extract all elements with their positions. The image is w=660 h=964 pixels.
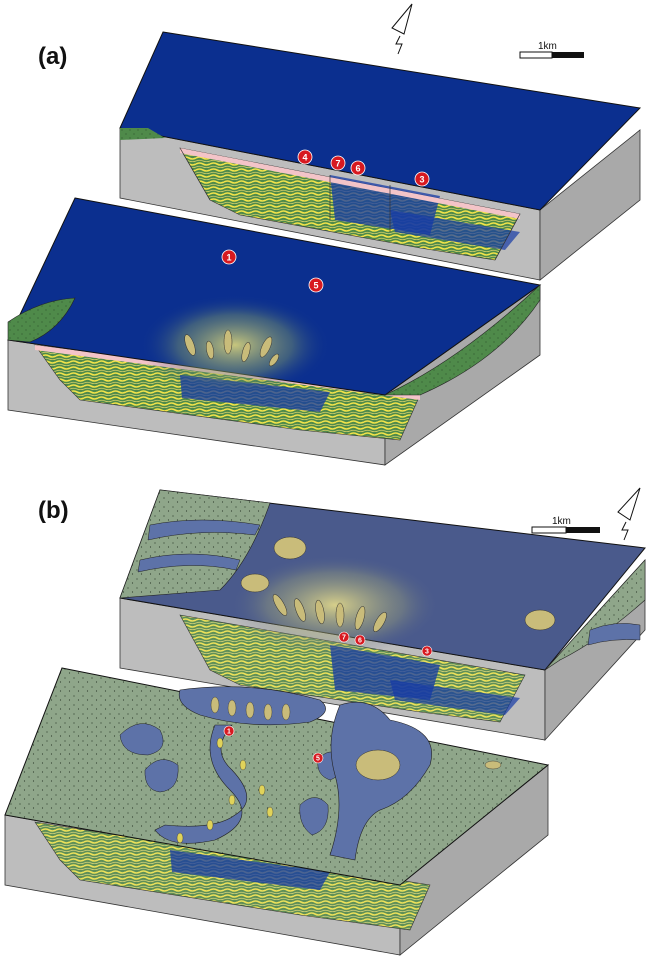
north-arrow-icon (617, 487, 641, 541)
scale-bar-label: 1km (538, 41, 557, 52)
svg-text:1: 1 (226, 253, 231, 263)
marker-6: 6 (350, 160, 366, 176)
svg-text:5: 5 (313, 281, 318, 291)
scale-bar: 1km (531, 516, 600, 534)
channel-bars (176, 737, 274, 844)
svg-text:4: 4 (302, 153, 307, 163)
svg-text:3: 3 (425, 649, 429, 656)
panel-label-a: (a) (38, 43, 67, 70)
panel-label-b: (b) (38, 497, 69, 524)
panel-a: (a) 1km (7, 3, 642, 466)
marker-4: 4 (297, 149, 313, 165)
svg-text:7: 7 (342, 635, 346, 642)
svg-text:6: 6 (358, 638, 362, 645)
sand-lobes (240, 536, 556, 632)
svg-text:6: 6 (355, 164, 360, 174)
sand-glow (140, 295, 330, 395)
fault-lines (179, 147, 521, 261)
marker-5: 5 (312, 752, 324, 764)
scale-bar: 1km (519, 41, 584, 59)
land-left (119, 489, 271, 599)
marker-1: 1 (221, 249, 237, 265)
marker-3: 3 (414, 171, 430, 187)
pink-layer (180, 148, 520, 219)
svg-text:1: 1 (227, 729, 231, 736)
lower-block-a: 1 5 (7, 197, 542, 466)
marker-6: 6 (354, 634, 366, 646)
svg-text:3: 3 (419, 175, 424, 185)
marker-7: 7 (330, 155, 346, 171)
svg-text:5: 5 (316, 756, 320, 763)
panel-b: (b) 1km (4, 487, 646, 956)
lower-block-b: 1 5 (4, 667, 550, 956)
marker-7: 7 (338, 631, 350, 643)
sand-lobes (184, 329, 279, 367)
marker-5: 5 (308, 277, 324, 293)
right-face (539, 129, 641, 281)
upper-block-a: 4 7 6 3 (119, 31, 642, 281)
fan-lobe (355, 749, 401, 781)
svg-text:7: 7 (335, 159, 340, 169)
north-arrow-icon (391, 3, 413, 55)
lake-surface (119, 31, 642, 211)
river-channel (154, 724, 248, 844)
marker-1: 1 (223, 725, 235, 737)
marker-3: 3 (421, 645, 433, 657)
scale-bar-label: 1km (552, 516, 571, 527)
upper-block-b: 7 6 3 (119, 489, 646, 742)
shore-land-right (384, 284, 541, 396)
shore-land-left (7, 297, 76, 343)
